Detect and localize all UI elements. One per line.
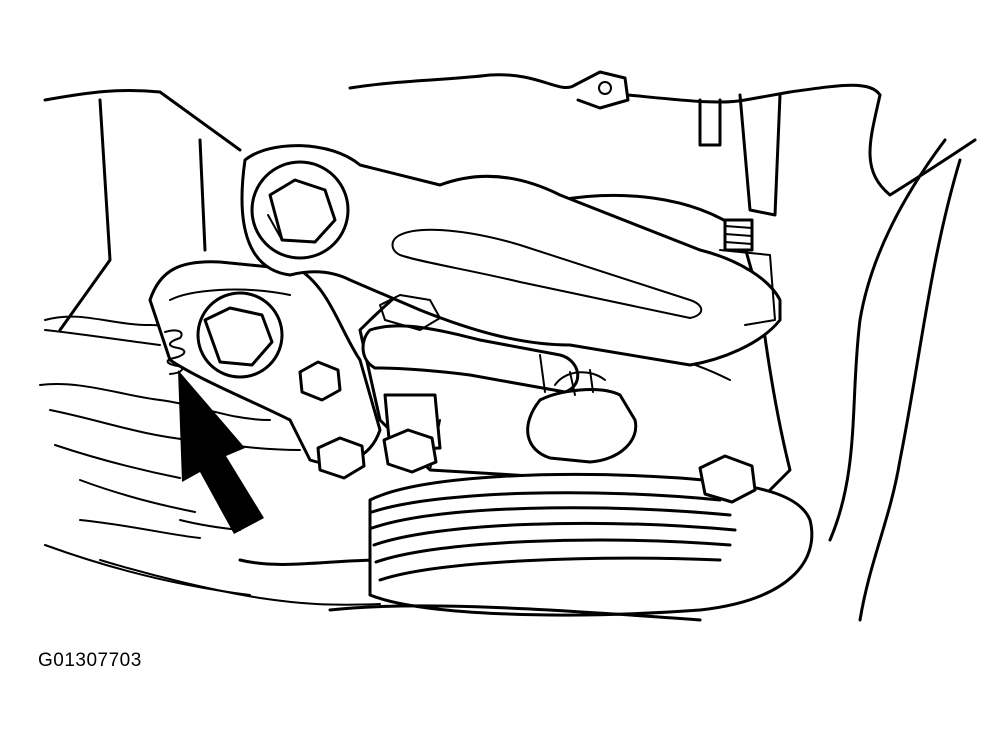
upper-pivot-bolt xyxy=(250,160,350,260)
pump-pulley xyxy=(328,472,814,622)
arrow-icon xyxy=(178,370,264,534)
threaded-stud xyxy=(723,218,754,252)
adjusting-arm xyxy=(240,144,782,367)
coil-spring xyxy=(164,329,186,375)
center-bracket-bolt xyxy=(196,291,284,379)
hex-bolts xyxy=(196,160,757,504)
pump-bolt-2 xyxy=(698,454,757,504)
pump-bolt-1 xyxy=(382,393,442,474)
small-bolt-2 xyxy=(316,436,366,480)
figure-code: G01307703 xyxy=(38,650,142,671)
background-contours xyxy=(43,70,977,622)
pressure-fitting xyxy=(526,369,638,464)
left-contour-lines xyxy=(39,315,381,606)
small-bolt-1 xyxy=(298,360,342,402)
